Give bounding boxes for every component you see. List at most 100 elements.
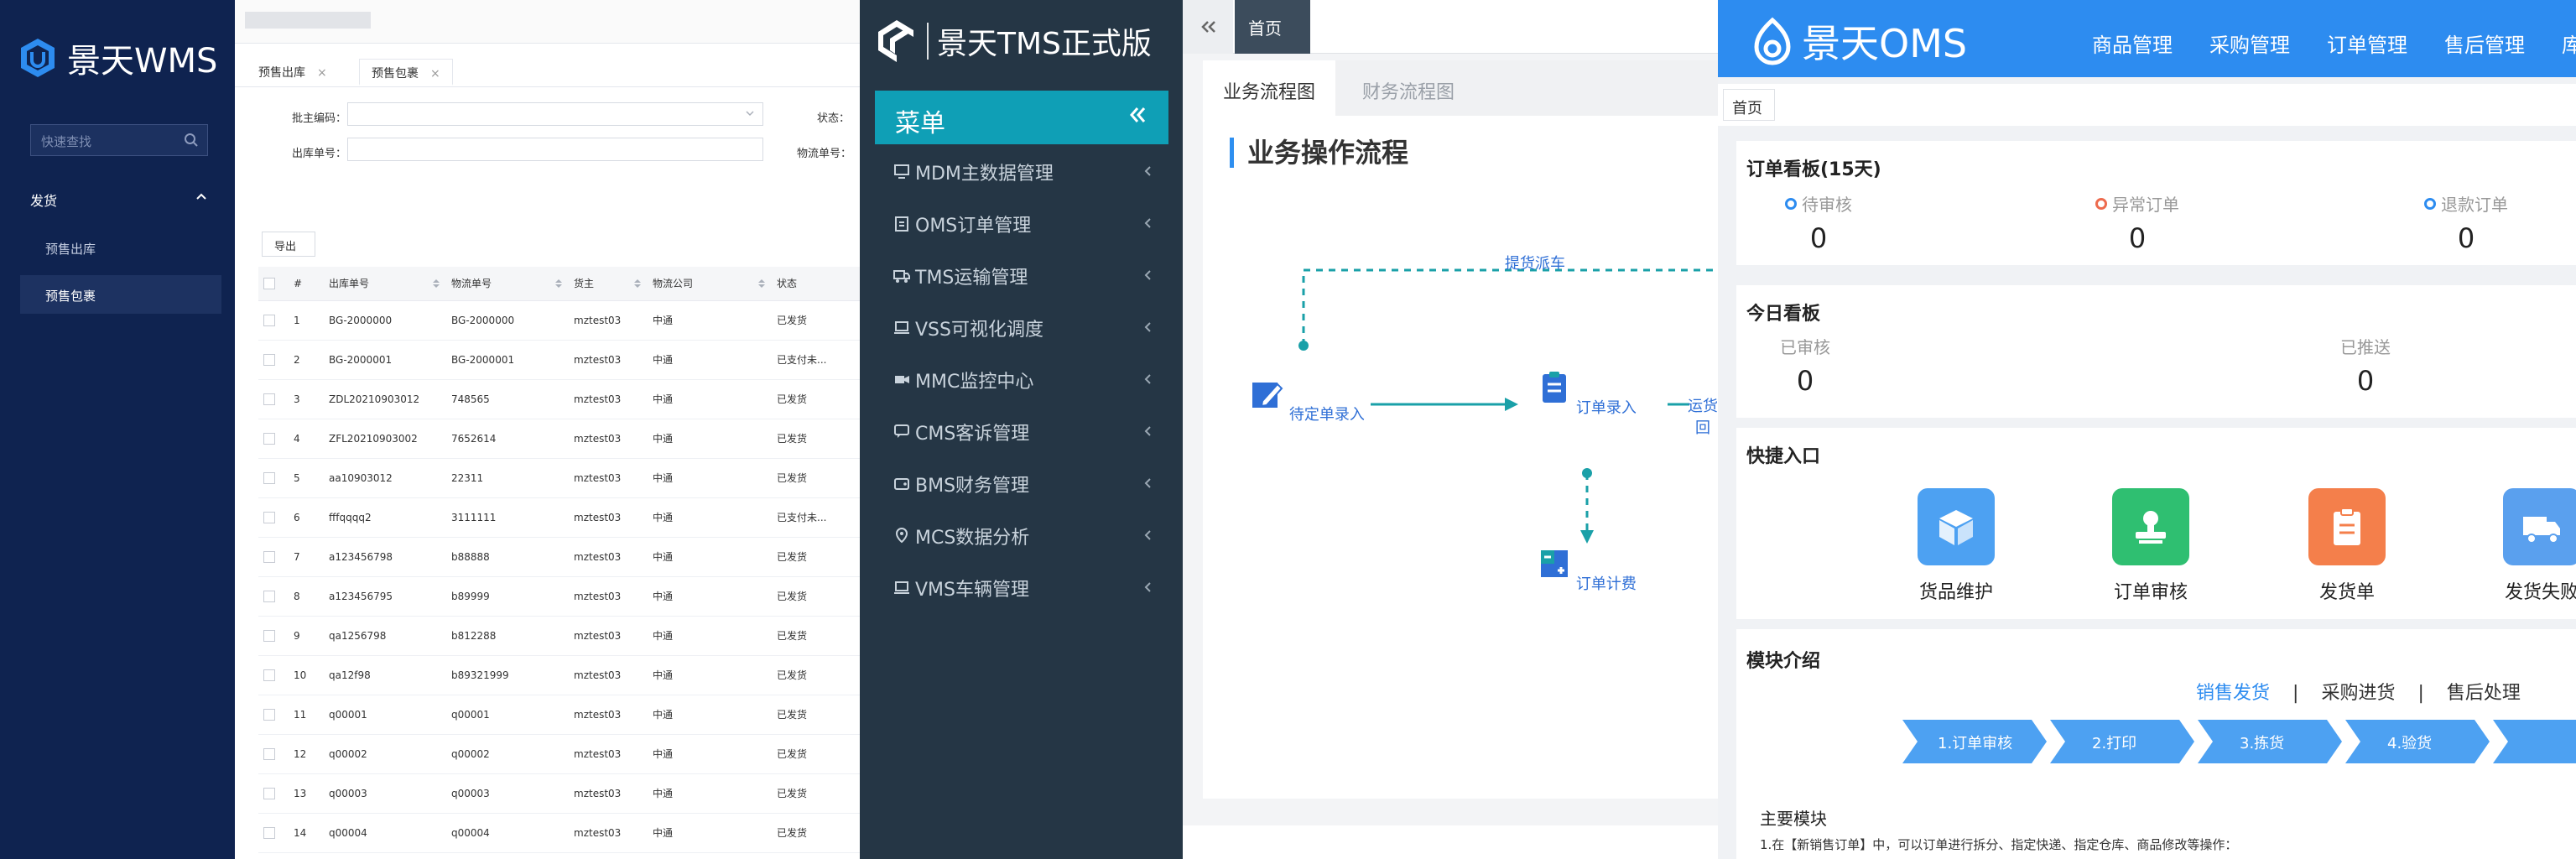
- checkbox[interactable]: [263, 432, 275, 445]
- owner-select[interactable]: [347, 102, 763, 126]
- sort-icon[interactable]: [758, 279, 765, 288]
- row-select[interactable]: [258, 813, 289, 853]
- header-owner[interactable]: 货主: [569, 267, 648, 301]
- row-select[interactable]: [258, 340, 289, 380]
- stat-reviewed[interactable]: 已审核 0: [1780, 334, 1830, 397]
- header-carrier[interactable]: 物流公司: [648, 267, 772, 301]
- row-select[interactable]: [258, 655, 289, 695]
- row-select[interactable]: [258, 576, 289, 617]
- quick-delivery-failed[interactable]: 发货失败: [2475, 488, 2576, 604]
- row-select[interactable]: [258, 379, 289, 419]
- sidebar-item-1[interactable]: MDM主数据管理: [875, 144, 1168, 196]
- header-select[interactable]: [258, 267, 289, 301]
- checkbox[interactable]: [263, 511, 275, 523]
- step-arrow[interactable]: [2493, 720, 2576, 763]
- checkbox[interactable]: [263, 550, 275, 563]
- node-shipping-return[interactable]: 运货回: [1688, 398, 1718, 437]
- tab-finance-flow[interactable]: 财务流程图: [1362, 82, 1455, 103]
- sidebar-group-shipping[interactable]: 发货: [30, 190, 208, 210]
- step-arrow[interactable]: [1902, 720, 2047, 763]
- link-aftersale[interactable]: 售后处理: [2446, 683, 2521, 704]
- row-select[interactable]: [258, 616, 289, 656]
- row-select[interactable]: [258, 497, 289, 538]
- sidebar-item-4[interactable]: VSS可视化调度: [875, 300, 1168, 352]
- checkbox[interactable]: [263, 278, 275, 289]
- back-button[interactable]: [1183, 0, 1233, 54]
- nav-aftersale-management[interactable]: 售后管理: [2444, 34, 2525, 57]
- checkbox[interactable]: [263, 669, 275, 681]
- tab-presale-package[interactable]: 预售包裹×: [359, 59, 453, 86]
- stat-refund-orders[interactable]: 退款订单 0: [2424, 191, 2508, 254]
- step-arrow[interactable]: [2198, 720, 2342, 763]
- checkbox[interactable]: [263, 787, 275, 799]
- sidebar-item-presale-package[interactable]: 预售包裹: [20, 275, 221, 314]
- nav-order-management[interactable]: 订单管理: [2327, 34, 2407, 57]
- quick-product-maintenance[interactable]: 货品维护: [1889, 488, 2023, 604]
- collapse-double-chevron-icon[interactable]: [1127, 104, 1148, 126]
- header-outbound-no[interactable]: 出库单号: [324, 267, 446, 301]
- stat-abnormal-orders[interactable]: 异常订单 0: [2095, 191, 2179, 254]
- quick-order-review[interactable]: 订单审核: [2084, 488, 2218, 604]
- sidebar-item-8[interactable]: MCS数据分析: [875, 508, 1168, 560]
- stat-pushed[interactable]: 已推送 0: [2340, 334, 2391, 397]
- checkbox[interactable]: [263, 747, 275, 760]
- header-status[interactable]: 状态: [772, 267, 860, 301]
- sort-icon[interactable]: [555, 279, 562, 288]
- close-icon[interactable]: ×: [317, 66, 327, 80]
- sidebar-item-3[interactable]: TMS运输管理: [875, 248, 1168, 300]
- tab-business-flow[interactable]: 业务流程图: [1203, 60, 1336, 116]
- node-pending-order-entry[interactable]: 待定单录入: [1245, 377, 1371, 424]
- row-select[interactable]: [258, 300, 289, 341]
- outbound-no-input[interactable]: [347, 138, 763, 161]
- sort-icon[interactable]: [634, 279, 641, 288]
- step-arrow[interactable]: [2345, 720, 2490, 763]
- export-button[interactable]: 导出: [262, 232, 315, 257]
- row-select[interactable]: [258, 734, 289, 774]
- sort-icon[interactable]: [433, 279, 440, 288]
- nav-inventory[interactable]: 库: [2562, 34, 2576, 57]
- checkbox[interactable]: [263, 353, 275, 366]
- checkbox[interactable]: [263, 708, 275, 721]
- tab-home[interactable]: 首页: [1235, 0, 1310, 54]
- row-select[interactable]: [258, 773, 289, 814]
- nav-purchase-management[interactable]: 采购管理: [2209, 34, 2290, 57]
- sidebar-item-2[interactable]: OMS订单管理: [875, 196, 1168, 248]
- checkbox[interactable]: [263, 393, 275, 405]
- checkbox[interactable]: [263, 314, 275, 326]
- row-select[interactable]: [258, 695, 289, 735]
- sidebar-item-9[interactable]: VMS车辆管理: [875, 560, 1168, 612]
- checkbox[interactable]: [263, 629, 275, 642]
- row-select[interactable]: [258, 419, 289, 459]
- node-order-billing[interactable]: 订单计费: [1528, 547, 1646, 594]
- checkbox[interactable]: [263, 590, 275, 602]
- stat-pending-review[interactable]: 待审核 0: [1785, 191, 1852, 254]
- header-tracking-no[interactable]: 物流单号: [446, 267, 569, 301]
- sidebar-item-7[interactable]: BMS财务管理: [875, 456, 1168, 508]
- sidebar-search-input[interactable]: 快速查找: [30, 124, 208, 156]
- sidebar-item-presale-outbound[interactable]: 预售出库: [20, 228, 221, 267]
- row-select[interactable]: [258, 458, 289, 498]
- link-sales-delivery[interactable]: 销售发货: [2196, 683, 2271, 704]
- quick-delivery-note[interactable]: 发货单: [2280, 488, 2414, 604]
- row-select[interactable]: [258, 537, 289, 577]
- step-arrow[interactable]: [2050, 720, 2194, 763]
- tab-home[interactable]: 首页: [1723, 89, 1775, 121]
- tab-presale-outbound[interactable]: 预售出库×: [247, 59, 339, 86]
- sidebar-item-5[interactable]: MMC监控中心: [875, 352, 1168, 404]
- checkbox[interactable]: [263, 471, 275, 484]
- link-purchase-inbound[interactable]: 采购进货: [2321, 683, 2396, 704]
- sidebar-item-6[interactable]: CMS客诉管理: [875, 404, 1168, 456]
